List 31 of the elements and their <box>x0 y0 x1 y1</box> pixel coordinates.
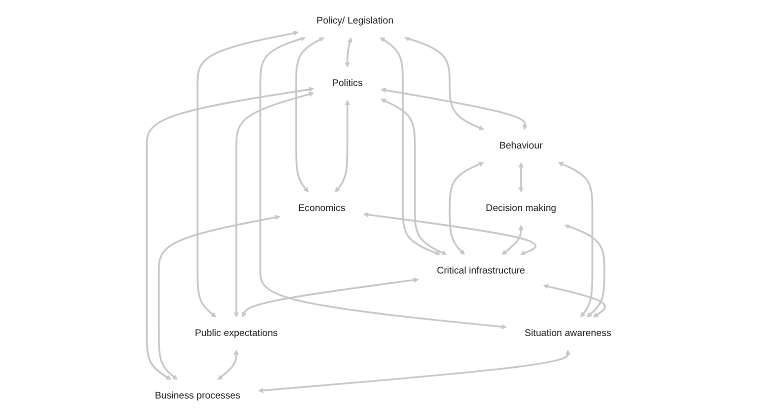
node-text: Politics <box>332 78 363 88</box>
arrow <box>380 98 447 256</box>
node-text: Business processes <box>154 390 240 401</box>
node-text: Situation awareness <box>524 328 612 338</box>
node-text: Economics <box>298 203 346 214</box>
node-text: Critical infrastructure <box>436 266 526 276</box>
node-text: Behaviour <box>499 140 543 151</box>
arrow <box>334 100 350 193</box>
arrow <box>242 277 419 318</box>
arrow <box>363 212 536 256</box>
arrow <box>158 214 280 380</box>
arrow <box>502 224 524 255</box>
arrow <box>234 92 314 318</box>
arrow <box>543 284 606 318</box>
arrow <box>258 350 571 394</box>
arrow <box>448 162 484 255</box>
arrow <box>380 37 441 256</box>
arrow <box>146 86 314 380</box>
arrow <box>259 36 507 330</box>
arrow <box>404 36 484 130</box>
arrow <box>564 224 606 318</box>
arrow <box>196 30 299 318</box>
arrow <box>344 37 352 68</box>
arrow <box>295 37 324 193</box>
node-text: Policy/ Legislation <box>316 16 394 26</box>
node-text: Decision making <box>486 203 556 214</box>
arrow <box>558 162 594 318</box>
arrow <box>518 162 524 193</box>
node-text: Public expectations <box>194 328 278 338</box>
arrow <box>217 350 239 380</box>
arrow <box>380 88 528 130</box>
